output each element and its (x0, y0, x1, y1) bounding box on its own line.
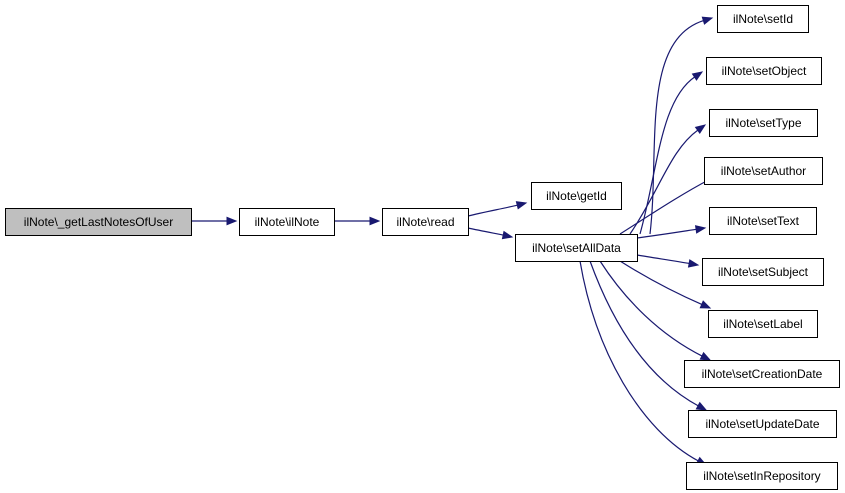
edge-ctor-to-read (334, 216, 381, 226)
arrowhead-icon (691, 71, 704, 81)
arrowhead-icon (501, 230, 514, 240)
node-setupdate[interactable]: ilNote\setUpdateDate (688, 410, 837, 438)
arrowhead-icon (694, 225, 707, 234)
edge-setalldata-to-setsubject (636, 254, 700, 268)
edge-line (467, 227, 505, 236)
edge-setalldata-to-setlabel (619, 260, 712, 309)
edge-line (629, 129, 699, 235)
arrowhead-icon (695, 401, 708, 411)
node-setsubject[interactable]: ilNote\setSubject (702, 258, 824, 286)
node-label: ilNote\setText (727, 214, 800, 228)
node-label: ilNote\setCreationDate (702, 367, 823, 381)
node-label: ilNote\setId (733, 12, 793, 26)
node-box (5, 208, 192, 236)
node-box (686, 462, 838, 490)
node-box (709, 207, 817, 235)
node-box (382, 208, 469, 236)
node-setid[interactable]: ilNote\setId (717, 5, 809, 33)
node-setauthor[interactable]: ilNote\setAuthor (704, 157, 823, 185)
node-root: ilNote\_getLastNotesOfUser (5, 208, 192, 236)
edge-setalldata-to-setcreation (599, 260, 712, 361)
edge-line (589, 260, 700, 407)
edge-read-to-getid (467, 201, 528, 217)
node-box (531, 182, 622, 210)
node-box (706, 57, 822, 85)
edge-line (599, 260, 704, 357)
node-box (515, 234, 638, 262)
node-settext[interactable]: ilNote\setText (709, 207, 817, 235)
node-box (688, 410, 837, 438)
node-getid[interactable]: ilNote\getId (531, 182, 622, 210)
edge-read-to-setalldata (467, 227, 514, 240)
node-box (684, 360, 840, 388)
edge-line (467, 204, 519, 217)
arrowhead-icon (701, 16, 714, 25)
node-label: ilNote\setType (725, 116, 801, 130)
node-setcreation[interactable]: ilNote\setCreationDate (684, 360, 840, 388)
node-label: ilNote\setAllData (532, 241, 621, 255)
edge-setalldata-to-settype (629, 124, 707, 235)
node-box (702, 258, 824, 286)
arrowhead-icon (226, 216, 238, 226)
edge-line (619, 179, 710, 235)
arrowhead-icon (694, 124, 707, 135)
edge-setalldata-to-settext (636, 225, 707, 239)
node-label: ilNote\getId (546, 189, 607, 203)
edge-line (636, 228, 698, 239)
edge-line (579, 260, 700, 462)
edge-line (636, 254, 691, 265)
node-label: ilNote\read (396, 215, 454, 229)
node-setlabel[interactable]: ilNote\setLabel (708, 310, 818, 338)
edge-setalldata-to-setupdate (589, 260, 708, 411)
edges-layer (191, 16, 718, 466)
node-label: ilNote\_getLastNotesOfUser (24, 215, 173, 229)
node-box (708, 310, 818, 338)
node-box (717, 5, 809, 33)
nodes-layer: ilNote\_getLastNotesOfUser ilNote\ilNote i… (5, 5, 840, 490)
edge-setalldata-to-setobject (639, 71, 704, 235)
edge-root-to-ctor (191, 216, 238, 226)
node-ctor[interactable]: ilNote\ilNote (239, 208, 335, 236)
arrowhead-icon (515, 201, 528, 210)
node-box (704, 157, 823, 185)
edge-setalldata-to-setauthor (619, 175, 718, 235)
node-setalldata[interactable]: ilNote\setAllData (515, 234, 638, 262)
node-label: ilNote\setObject (722, 64, 807, 78)
node-label: ilNote\setInRepository (703, 469, 820, 483)
edge-line (649, 19, 705, 235)
node-setobject[interactable]: ilNote\setObject (706, 57, 822, 85)
edge-line (619, 260, 703, 306)
node-read[interactable]: ilNote\read (382, 208, 469, 236)
node-box (239, 208, 335, 236)
arrowhead-icon (699, 351, 712, 361)
node-label: ilNote\setUpdateDate (705, 417, 819, 431)
node-label: ilNote\setAuthor (721, 164, 806, 178)
node-box (709, 109, 818, 137)
node-settype[interactable]: ilNote\setType (709, 109, 818, 137)
edge-line (639, 75, 696, 235)
node-label: ilNote\ilNote (255, 215, 320, 229)
edge-setalldata-to-setid (649, 16, 714, 235)
node-label: ilNote\setLabel (723, 317, 802, 331)
arrowhead-icon (687, 259, 700, 268)
arrowhead-icon (369, 216, 381, 226)
node-setinrepo[interactable]: ilNote\setInRepository (686, 462, 838, 490)
arrowhead-icon (699, 300, 712, 309)
node-label: ilNote\setSubject (718, 265, 809, 279)
